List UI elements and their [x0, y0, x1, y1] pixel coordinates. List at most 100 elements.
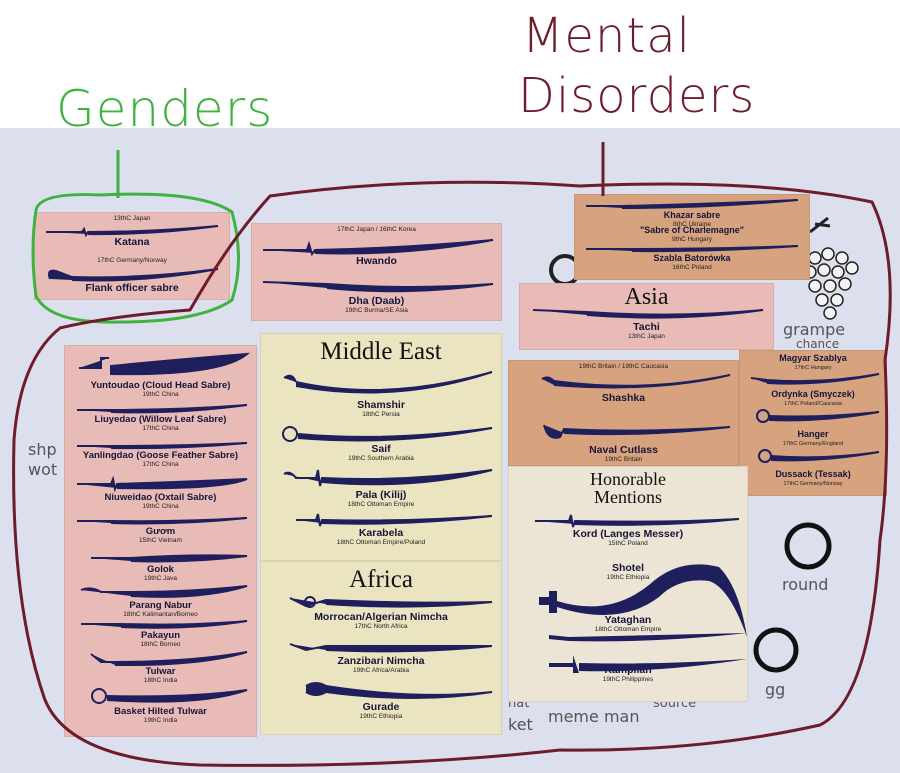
sword-entry: Gurade 19thC Ethiopia: [261, 676, 501, 721]
sword-origin: 13thC Japan: [628, 333, 665, 340]
sword-name: Karabela: [358, 527, 404, 539]
sword-entry: Dussack (Tessak) 17thC Germany/Norway: [740, 469, 886, 488]
sword-origin: 15thC Vietnam: [139, 537, 182, 544]
bg-label-ket: ket: [508, 715, 533, 734]
sword-entry: Tachi 13thC Japan: [520, 306, 773, 341]
bg-label-meme-man: meme man: [548, 707, 640, 726]
sword-entry: 19thC Britain / 19thC Caucasia Shashka: [509, 363, 738, 404]
sword-entry: Karabela 18thC Ottoman Empire/Poland: [261, 512, 501, 547]
sword-entry: Dha (Daab) 19thC Burma/SE Asia: [252, 276, 501, 315]
magyar-blade: [750, 373, 880, 385]
hwando-panel: 17thC Japan / 16thC Korea Hwando Dha (Da…: [251, 223, 502, 321]
sword-entry: Liuyedao (Willow Leaf Sabre) 17thC China: [65, 402, 256, 433]
naval-cutlass-blade: [542, 424, 730, 439]
sword-name: Ordynka (Smyczek): [771, 389, 855, 399]
sword-entry: Tulwar 18thC India: [65, 650, 256, 685]
sword-origin: 17thC China: [142, 461, 179, 468]
sword-origin: 17thC China: [142, 425, 179, 432]
european-sabres-panel: Magyar Szablya 17thC Hungary Ordynka (Sm…: [739, 350, 887, 496]
sword-origin: 19thC Burma/SE Asia: [345, 307, 408, 314]
shashka-blade: [540, 374, 730, 389]
sword-origin: 19thC Java: [144, 575, 177, 582]
sword-origin: 9thC Hungary: [671, 236, 713, 243]
sword-entry: Gươm 15thC Vietnam: [65, 516, 256, 545]
sword-origin: 19thC China: [142, 503, 179, 510]
sword-entry: Zanzibari Nimcha 19thC Africa/Arabia: [261, 638, 501, 675]
sword-name: Basket Hilted Tulwar: [114, 706, 207, 717]
sword-origin: 17thC Poland/Caucasia: [784, 401, 842, 407]
golok-blade: [90, 554, 247, 563]
sword-origin: 17thC Germany/Norway: [783, 481, 843, 487]
sword-entry: Golok 19thC Java: [65, 550, 256, 583]
sword-name: Liuyedao (Willow Leaf Sabre): [94, 414, 227, 425]
tachi-blade: [532, 309, 763, 319]
sword-entry: Hanger 17thC Germany/England: [740, 429, 886, 464]
shamshir-blade: [283, 371, 493, 394]
bg-label-gg: gg: [765, 680, 786, 699]
genders-annotation: Genders: [56, 80, 274, 138]
liuyedao-blade: [76, 404, 247, 414]
sword-entry: Pakayun 18thC Borneo: [65, 618, 256, 649]
africa-panel: Africa Morrocan/Algerian Nimcha 17thC No…: [260, 561, 502, 735]
moroccan-nimcha-blade: [289, 596, 493, 608]
sword-origin: 18thC Ottoman Empire/Poland: [336, 539, 426, 546]
sword-origin: 19thC Britain / 19thC Caucasia: [578, 363, 669, 370]
sword-entry: Naval Cutlass 19thC Britain: [509, 419, 738, 464]
sword-origin: 18thC Persia: [362, 411, 400, 418]
sword-name: Golok: [147, 564, 174, 575]
bg-label-chance: chance: [796, 337, 840, 351]
sword-entry: Basket Hilted Tulwar 19thC India: [65, 686, 256, 725]
sword-origin: 19thC China: [142, 391, 179, 398]
sword-entry: Pala (Kilij) 18thC Ottoman Empire: [261, 466, 501, 509]
sword-name: Dussack (Tessak): [775, 469, 851, 479]
genders-panel: 13thC Japan Katana 17thC Germany/Norway …: [34, 212, 230, 300]
sword-origin: 16thC Poland: [672, 264, 712, 271]
sword-name: Niuweidao (Oxtail Sabre): [104, 492, 217, 503]
sword-name: Pakayun: [140, 630, 181, 641]
shashka-panel: 19thC Britain / 19thC Caucasia Shashka N…: [508, 360, 739, 466]
yanlingdao-blade: [76, 442, 247, 450]
guom-blade: [76, 517, 247, 525]
sword-name: Saif: [371, 443, 391, 455]
asia-panel: Asia Tachi 13thC Japan: [519, 283, 774, 350]
zanzibari-nimcha-blade: [289, 643, 493, 653]
sword-name: Naval Cutlass: [589, 444, 658, 456]
sword-entry: Ordynka (Smyczek) 17thC Poland/Caucasia: [740, 389, 886, 424]
sword-name: Morrocan/Algerian Nimcha: [314, 611, 448, 623]
sword-name: Parang Nabur: [129, 600, 192, 611]
sword-name: Magyar Szablya: [779, 353, 847, 363]
sword-name: Dha (Daab): [348, 295, 405, 307]
sword-entry: Shamshir 18thC Persia: [261, 368, 501, 419]
ordynka-blade: [756, 409, 880, 423]
sword-origin: 17thC Hungary: [794, 365, 832, 371]
sword-origin: 18thC Borneo: [140, 641, 181, 648]
sword-name: Yanlingdao (Goose Feather Sabre): [82, 450, 239, 461]
tulwar-blade: [89, 651, 247, 666]
sword-entry: Yanlingdao (Goose Feather Sabre) 17thC C…: [65, 440, 256, 469]
top-white-band: [0, 0, 900, 128]
katana-blade: [46, 225, 219, 237]
sword-entry: Saif 19thC Southern Arabia: [261, 422, 501, 463]
sword-name: Khazar sabre: [663, 210, 721, 220]
sword-origin: 17thC Japan / 16thC Korea: [337, 226, 416, 233]
parang-nabur-blade: [80, 585, 247, 598]
sword-origin: 13thC Japan: [113, 215, 151, 222]
sword-name: Tulwar: [145, 666, 176, 677]
sword-name: Gươm: [145, 526, 176, 537]
bg-label-round: round: [782, 575, 829, 594]
sword-origin: 17thC North Africa: [354, 623, 408, 630]
bg-label-shp: shp: [28, 440, 57, 459]
sword-name: Tachi: [633, 321, 660, 333]
sword-entry: Morrocan/Algerian Nimcha 17thC North Afr…: [261, 592, 501, 631]
sword-name: Hanger: [797, 429, 829, 439]
sword-entry: Szabla Batorówka 16thC Poland: [575, 253, 809, 272]
bg-label-wot: wot: [28, 460, 58, 479]
flank-sabre-blade: [47, 268, 219, 282]
hwando-blade: [262, 239, 493, 256]
honorable-blades: [539, 564, 747, 673]
sword-name: Zanzibari Nimcha: [337, 655, 425, 667]
middle-east-panel: Middle East Shamshir 18thC Persia Saif 1…: [260, 333, 502, 561]
sword-name: Katana: [114, 236, 150, 248]
sword-name: Pala (Kilij): [355, 489, 407, 501]
karabela-blade: [296, 513, 493, 527]
